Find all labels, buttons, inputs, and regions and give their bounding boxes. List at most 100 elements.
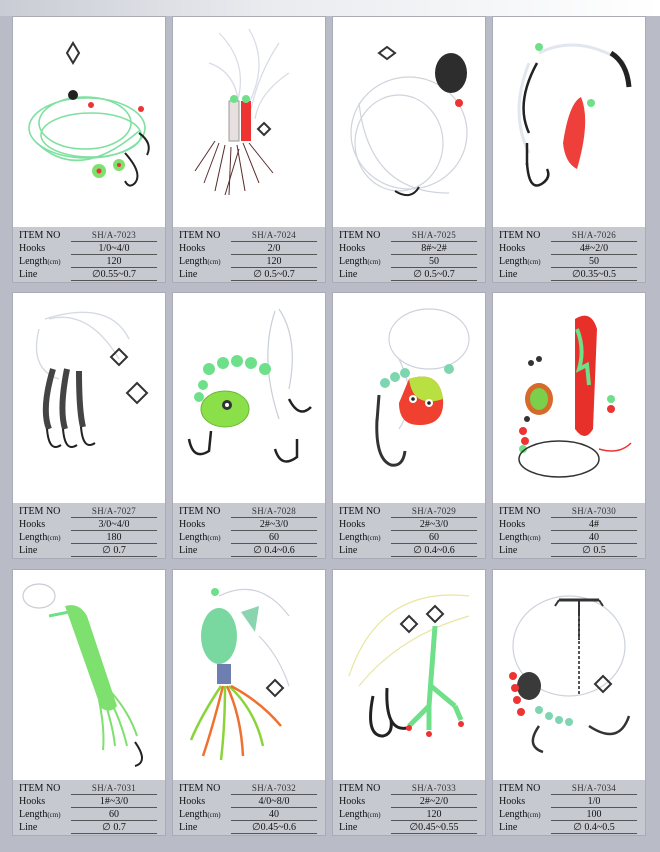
line-label: Line: [179, 545, 198, 556]
length-value: 60: [231, 531, 317, 544]
line-label: Line: [19, 269, 38, 280]
hooks-label: Hooks: [339, 796, 366, 807]
item-no-value: SH/A-7033: [391, 782, 477, 795]
length-value: 50: [391, 255, 477, 268]
product-photo: [179, 299, 319, 499]
rig-illustration: [28, 41, 150, 187]
item-no-value: SH/A-7031: [71, 782, 157, 795]
item-no-label: ITEM NO: [339, 506, 381, 517]
item-no-value: SH/A-7026: [551, 229, 637, 242]
hooks-label: Hooks: [339, 243, 366, 254]
rig-illustration: [350, 45, 468, 197]
line-value: ∅ 0.5~0.7: [231, 268, 317, 281]
hooks-label: Hooks: [19, 796, 46, 807]
product-photo: [179, 23, 319, 223]
length-label: Length(cm): [499, 809, 541, 820]
length-label: Length(cm): [179, 256, 221, 267]
length-value: 120: [391, 808, 477, 821]
line-value: ∅ 0.4~0.5: [551, 821, 637, 834]
rig-illustration: [517, 43, 632, 187]
hooks-value: 1/0~4/0: [71, 242, 157, 255]
length-value: 40: [551, 531, 637, 544]
item-no-label: ITEM NO: [179, 783, 221, 794]
rig-illustration: [22, 583, 143, 767]
line-value: ∅0.45~0.6: [231, 821, 317, 834]
hooks-label: Hooks: [339, 519, 366, 530]
item-no-label: ITEM NO: [19, 230, 61, 241]
hooks-label: Hooks: [499, 243, 526, 254]
product-photo: [19, 576, 159, 776]
hooks-value: 1/0: [551, 795, 637, 808]
hooks-label: Hooks: [19, 243, 46, 254]
line-value: ∅ 0.5: [551, 544, 637, 557]
item-no-label: ITEM NO: [499, 230, 541, 241]
line-value: ∅ 0.4~0.6: [391, 544, 477, 557]
rig-illustration: [187, 308, 312, 463]
length-label: Length(cm): [339, 809, 381, 820]
item-no-value: SH/A-7029: [391, 505, 477, 518]
line-label: Line: [499, 822, 518, 833]
line-label: Line: [19, 822, 38, 833]
item-no-value: SH/A-7025: [391, 229, 477, 242]
line-label: Line: [179, 269, 198, 280]
line-label: Line: [339, 545, 358, 556]
line-label: Line: [339, 822, 358, 833]
hooks-value: 8#~2#: [391, 242, 477, 255]
hooks-value: 4#~2/0: [551, 242, 637, 255]
length-label: Length(cm): [499, 256, 541, 267]
hooks-value: 2#~3/0: [391, 518, 477, 531]
product-photo: [19, 23, 159, 223]
product-photo: [179, 576, 319, 776]
hooks-value: 2/0: [231, 242, 317, 255]
line-value: ∅0.45~0.55: [391, 821, 477, 834]
item-no-value: SH/A-7032: [231, 782, 317, 795]
line-value: ∅ 0.7: [71, 821, 157, 834]
item-no-label: ITEM NO: [339, 783, 381, 794]
product-photo: [499, 576, 639, 776]
item-no-label: ITEM NO: [499, 783, 541, 794]
hooks-value: 2#~2/0: [391, 795, 477, 808]
length-value: 120: [71, 255, 157, 268]
item-no-label: ITEM NO: [499, 506, 541, 517]
item-no-label: ITEM NO: [179, 230, 221, 241]
line-label: Line: [499, 269, 518, 280]
product-photo: [499, 23, 639, 223]
length-label: Length(cm): [19, 256, 61, 267]
product-photo: [339, 299, 479, 499]
length-label: Length(cm): [339, 256, 381, 267]
hooks-label: Hooks: [499, 519, 526, 530]
hooks-label: Hooks: [179, 243, 206, 254]
rig-illustration: [518, 315, 632, 478]
hooks-label: Hooks: [179, 796, 206, 807]
length-value: 60: [391, 531, 477, 544]
hooks-label: Hooks: [179, 519, 206, 530]
top-gradient-band: [0, 0, 660, 16]
line-value: ∅ 0.5~0.7: [391, 268, 477, 281]
rig-illustration: [194, 28, 290, 196]
length-label: Length(cm): [179, 532, 221, 543]
line-label: Line: [19, 545, 38, 556]
product-card-7033[interactable]: ITEM NO SH/A-7033 Hooks 2#~2/0 Length(cm) 1…: [333, 570, 485, 835]
hooks-value: 1#~3/0: [71, 795, 157, 808]
product-photo: [19, 299, 159, 499]
